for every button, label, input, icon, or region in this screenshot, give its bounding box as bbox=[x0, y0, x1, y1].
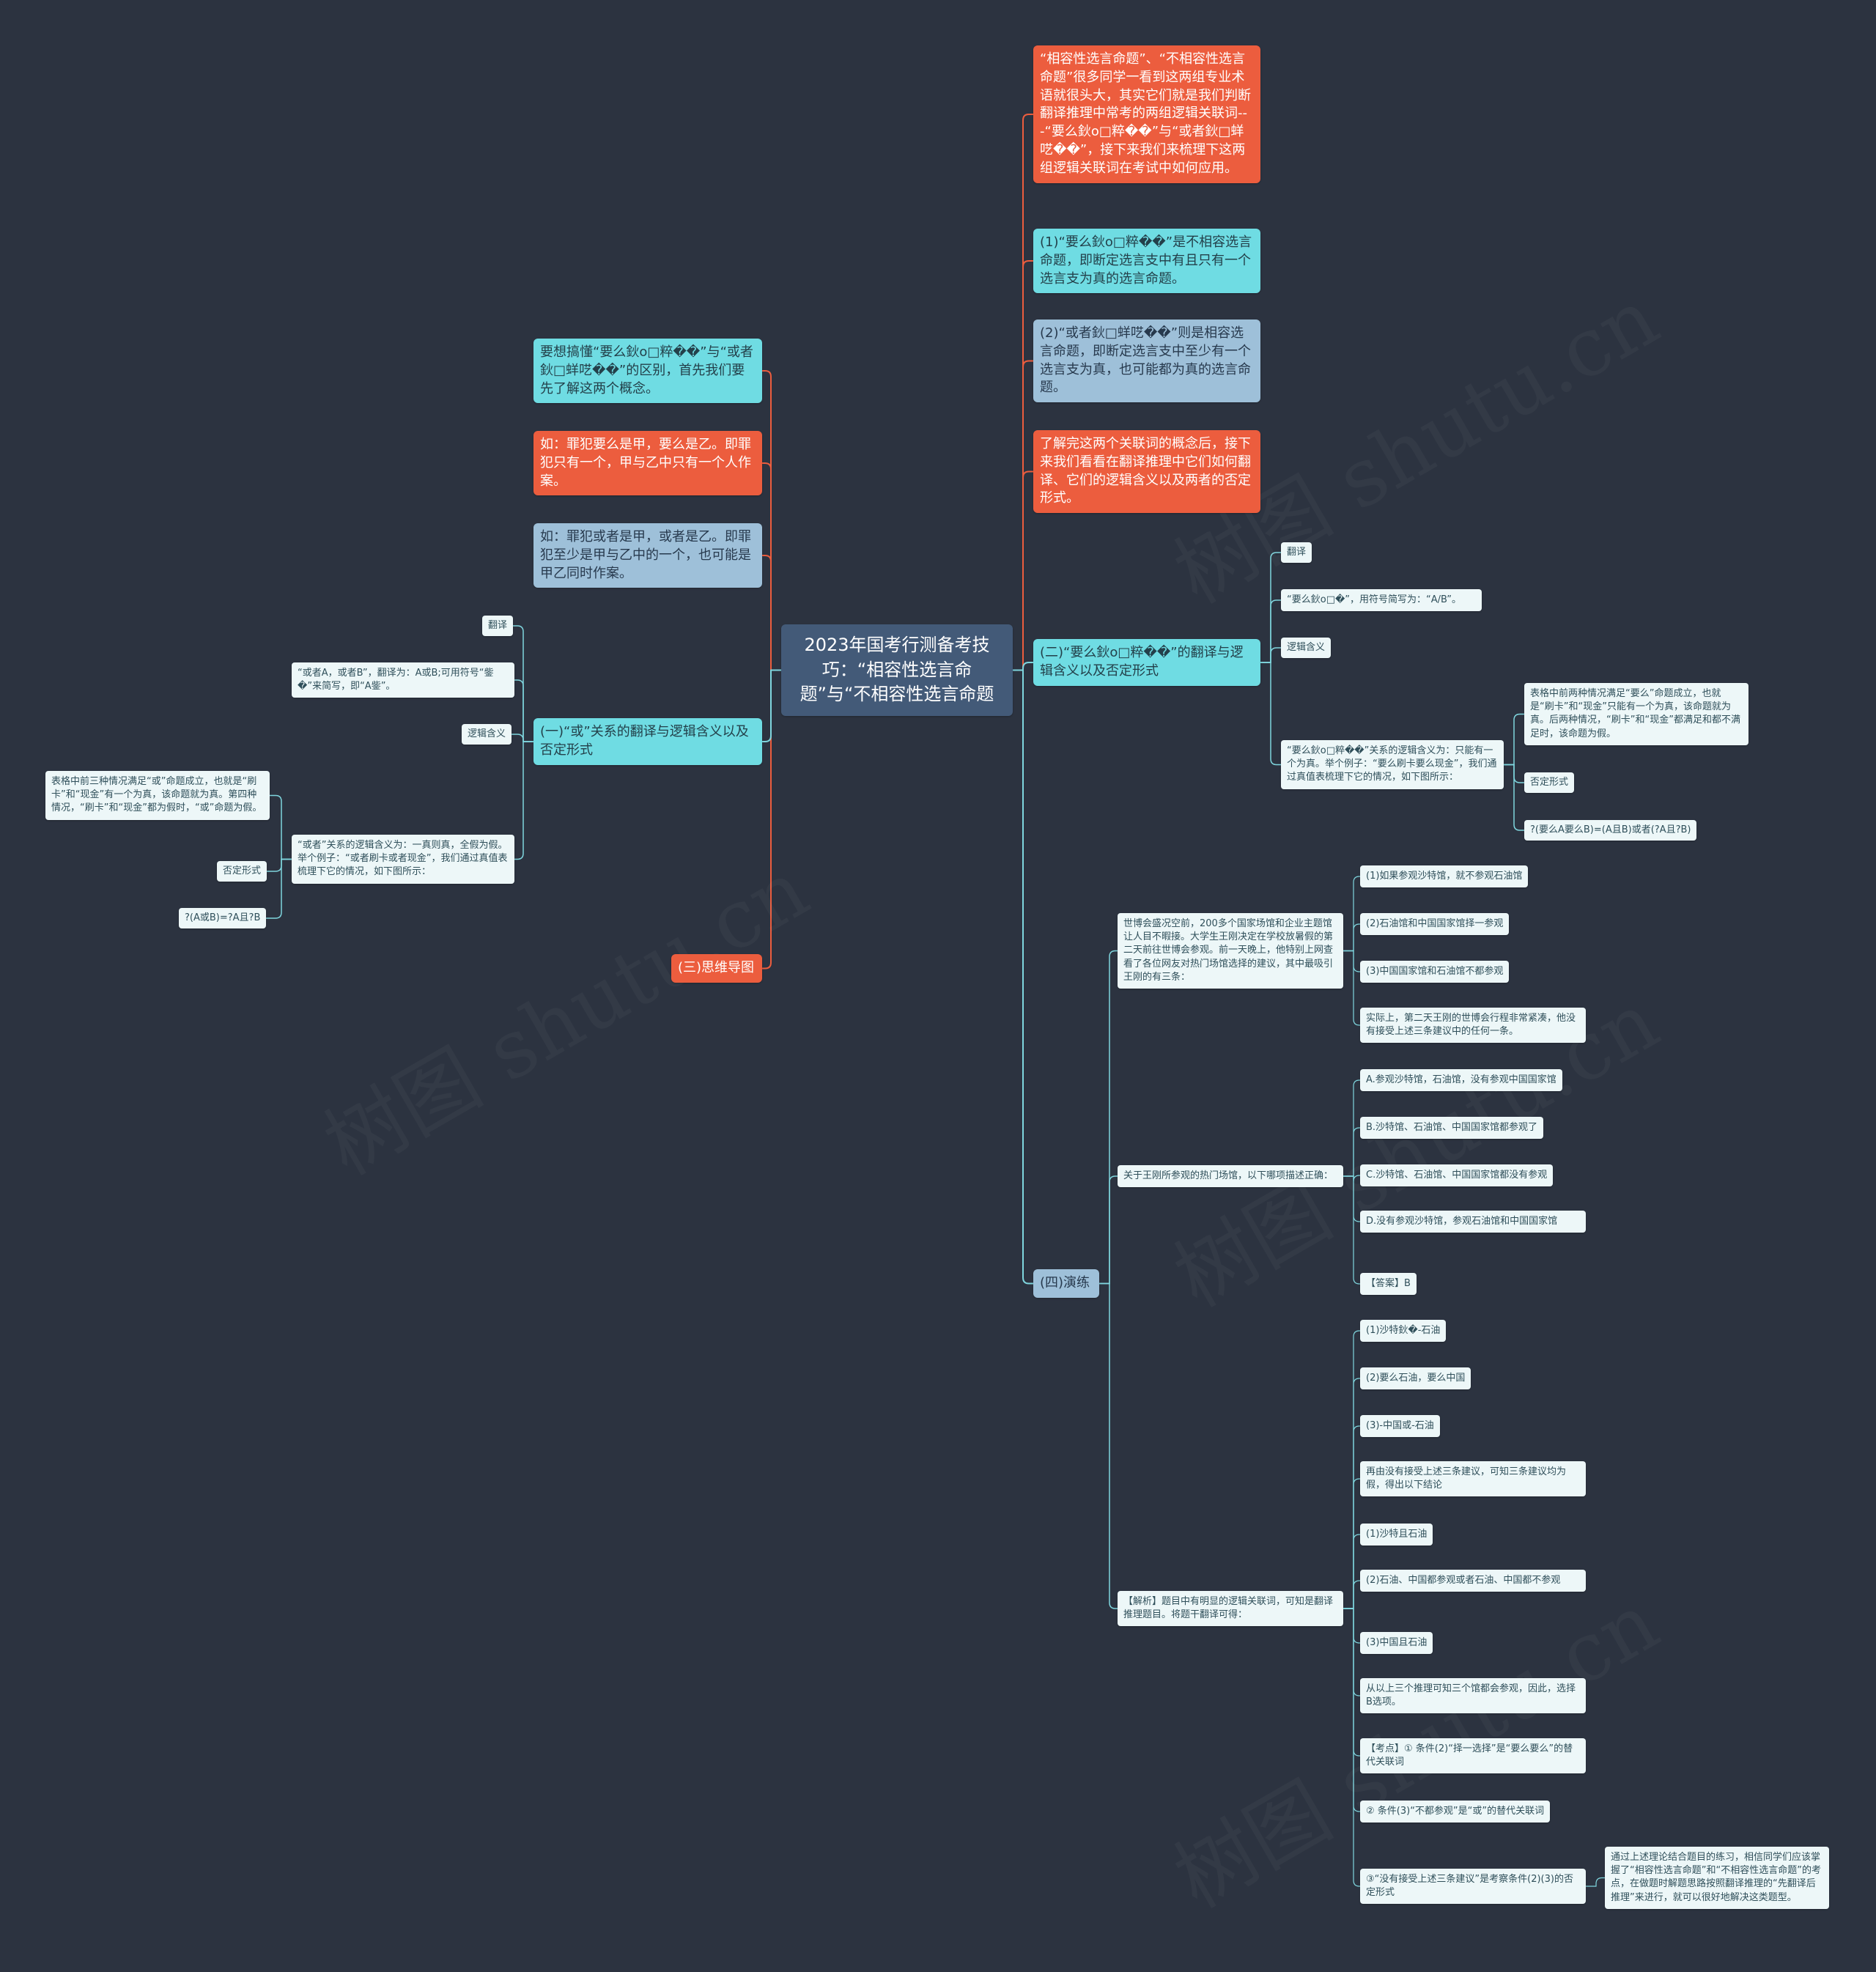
connector-line bbox=[1260, 599, 1281, 663]
connector-line bbox=[1343, 1175, 1360, 1285]
connector-line bbox=[1343, 1175, 1360, 1222]
connector-line bbox=[1343, 1378, 1360, 1609]
connector-line bbox=[1343, 876, 1360, 952]
option-item[interactable]: D.没有参观沙特馆，参观石油馆和中国国家馆 bbox=[1360, 1211, 1586, 1233]
section-two-node[interactable]: (二)“要么鈥ο□粹��”的翻译与逻辑含义以及否定形式 bbox=[1033, 639, 1260, 686]
logic-text[interactable]: “或者”关系的逻辑含义为：一真则真，全假为假。举个例子：“或者刷卡或者现金”，我… bbox=[292, 835, 514, 884]
connector-line bbox=[266, 858, 292, 919]
transition-node[interactable]: 了解完这两个关联词的概念后，接下来我们看看在翻译推理中它们如何翻译、它们的逻辑含… bbox=[1033, 430, 1260, 514]
connector-line bbox=[514, 679, 533, 742]
connector-line bbox=[514, 741, 533, 860]
connector-line bbox=[267, 858, 292, 872]
connector-line bbox=[1260, 647, 1281, 663]
answer-item[interactable]: 【答案】B bbox=[1360, 1273, 1417, 1296]
connector-line bbox=[1260, 662, 1281, 766]
connector-line bbox=[1099, 1282, 1118, 1609]
intro-node[interactable]: “相容性选言命题”、“不相容性选言命题”很多同学一看到这两组专业术语就很头大，其… bbox=[1033, 45, 1260, 183]
connector-line bbox=[1013, 360, 1033, 671]
connector-line bbox=[1343, 1608, 1360, 1757]
exclusive-definition-node[interactable]: (1)“要么鈥ο□粹��”是不相容选言命题，即断定选言支中有且只有一个选言支为真… bbox=[1033, 229, 1260, 294]
option-item[interactable]: B.沙特馆、石油馆、中国国家馆都参观了 bbox=[1360, 1117, 1544, 1140]
analysis-item[interactable]: 再由没有接受上述三条建议，可知三条建议均为假，得出以下结论 bbox=[1360, 1461, 1586, 1497]
analysis-item[interactable]: (3)中国且石油 bbox=[1360, 1632, 1433, 1655]
options-stem[interactable]: 关于王刚所参观的热门场馆，以下哪项描述正确： bbox=[1118, 1165, 1343, 1188]
connector-line bbox=[1504, 713, 1524, 766]
connector-line bbox=[762, 370, 781, 671]
logic-tag[interactable]: 逻辑含义 bbox=[462, 724, 512, 745]
exclusive-example-node[interactable]: 如：罪犯要么是甲，要么是乙。即罪犯只有一个，甲与乙中只有一个人作案。 bbox=[533, 431, 762, 496]
suggestion-item[interactable]: (3)中国国家馆和石油馆不都参观 bbox=[1360, 961, 1510, 983]
connector-line bbox=[762, 555, 781, 671]
table-note[interactable]: 表格中前三种情况满足“或”命题成立，也就是“刷卡”和“现金”有一个为真，该命题就… bbox=[45, 771, 270, 820]
connector-line bbox=[762, 462, 781, 671]
analysis-item[interactable]: (3)-中国或-石油 bbox=[1360, 1415, 1440, 1438]
table-note[interactable]: 表格中前两种情况满足“要么”命题成立，也就是“刷卡”和“现金”只能有一个为真，该… bbox=[1524, 683, 1748, 745]
translate-tag[interactable]: 翻译 bbox=[482, 616, 514, 636]
connector-line bbox=[1343, 1580, 1360, 1609]
concept-intro-node[interactable]: 要想搞懂“要么鈥ο□粹��”与“或者鈥□蛘呓��”的区别，首先我们要先了解这两个… bbox=[533, 339, 762, 404]
connector-line bbox=[1343, 1079, 1360, 1177]
connector-line bbox=[1343, 1608, 1360, 1887]
section-four-node[interactable]: (四)演练 bbox=[1033, 1269, 1099, 1298]
logic-tag[interactable]: 逻辑含义 bbox=[1281, 638, 1332, 658]
connector-line bbox=[1343, 1608, 1360, 1812]
option-item[interactable]: A.参观沙特馆，石油馆，没有参观中国国家馆 bbox=[1360, 1069, 1562, 1092]
connector-line bbox=[1343, 1478, 1360, 1609]
connector-line bbox=[1504, 764, 1524, 831]
connector-line bbox=[1343, 950, 1360, 972]
analysis-item[interactable]: 从以上三个推理可知三个馆都会参观，因此，选择B选项。 bbox=[1360, 1678, 1586, 1714]
suggestion-item[interactable]: 实际上，第二天王刚的世博会行程非常紧凑，他没有接受上述三条建议中的任何一条。 bbox=[1360, 1008, 1586, 1044]
connector-line bbox=[1343, 1330, 1360, 1609]
suggestion-item[interactable]: (1)如果参观沙特馆，就不参观石油馆 bbox=[1360, 865, 1529, 888]
logic-text[interactable]: “要么鈥ο□粹��”关系的逻辑含义为：只能有一个为真。举个例子：“要么刷卡要么现… bbox=[1281, 740, 1504, 789]
connector-line bbox=[1260, 552, 1281, 663]
connector-line bbox=[1013, 669, 1033, 1285]
connector-line bbox=[1343, 923, 1360, 952]
connector-line bbox=[1013, 114, 1033, 671]
connector-line bbox=[1099, 1175, 1118, 1285]
root-topic[interactable]: 2023年国考行测备考技巧：“相容性选言命题”与“不相容性选言命题 bbox=[781, 624, 1013, 716]
connector-line bbox=[1586, 1877, 1605, 1887]
connector-line bbox=[762, 669, 781, 742]
inclusive-example-node[interactable]: 如：罪犯或者是甲，或者是乙。即罪犯至少是甲与乙中的一个，也可能是甲乙同时作案。 bbox=[533, 523, 762, 588]
analysis-item[interactable]: ② 条件(3)“不都参观”是“或”的替代关联词 bbox=[1360, 1801, 1551, 1823]
connector-line bbox=[1343, 1608, 1360, 1696]
translate-text[interactable]: “或者A，或者B”，翻译为：A或B;可用符号“鈭�”来简写，即“A鈭”。 bbox=[292, 662, 514, 698]
connector-line bbox=[1013, 260, 1033, 671]
analysis-item[interactable]: (2)石油、中国都参观或者石油、中国都不参观 bbox=[1360, 1570, 1586, 1592]
connector-line bbox=[512, 734, 533, 742]
negation-text[interactable]: ?(要么A要么B)=(A且B)或者(?A且?B) bbox=[1524, 820, 1697, 841]
connector-line bbox=[1343, 950, 1360, 1026]
connector-line bbox=[270, 794, 292, 860]
question-stem[interactable]: 世博会盛况空前，200多个国家场馆和企业主题馆让人目不暇接。大学生王刚决定在学校… bbox=[1118, 913, 1343, 989]
suggestion-item[interactable]: (2)石油馆和中国国家馆择一参观 bbox=[1360, 913, 1510, 936]
connector-line bbox=[1013, 662, 1033, 671]
connector-line bbox=[1099, 950, 1118, 1285]
negation-tag[interactable]: 否定形式 bbox=[217, 861, 267, 882]
inclusive-definition-node[interactable]: (2)“或者鈥□蛘呓��”则是相容选言命题，即断定选言支中至少有一个选言支为真，… bbox=[1033, 320, 1260, 403]
connector-line bbox=[1343, 1534, 1360, 1609]
connector-line bbox=[1343, 1425, 1360, 1609]
connector-line bbox=[1013, 470, 1033, 671]
analysis-stem[interactable]: 【解析】题目中有明显的逻辑关联词，可知是翻译推理题目。将题干翻译可得： bbox=[1118, 1591, 1343, 1627]
negation-text[interactable]: ?(A或B)=?A且?B bbox=[179, 908, 267, 928]
analysis-item[interactable]: (1)沙特且石油 bbox=[1360, 1524, 1433, 1546]
analysis-item[interactable]: 【考点】① 条件(2)“择一选择”是“要么要么”的替代关联词 bbox=[1360, 1738, 1586, 1774]
negation-tag[interactable]: 否定形式 bbox=[1524, 772, 1575, 793]
connector-line bbox=[762, 669, 781, 970]
translate-tag[interactable]: 翻译 bbox=[1281, 542, 1312, 563]
section-three-node[interactable]: (三)思维导图 bbox=[671, 954, 762, 983]
section-one-node[interactable]: (一)“或”关系的翻译与逻辑含义以及否定形式 bbox=[533, 718, 762, 765]
connector-line bbox=[1343, 1608, 1360, 1644]
analysis-item[interactable]: ③“没有接受上述三条建议”是考察条件(2)(3)的否定形式 bbox=[1360, 1869, 1586, 1905]
connector-line bbox=[1343, 1127, 1360, 1177]
translate-text[interactable]: “要么鈥ο□�”，用符号简写为：“A/B”。 bbox=[1281, 589, 1482, 612]
analysis-item[interactable]: (2)要么石油，要么中国 bbox=[1360, 1367, 1471, 1390]
option-item[interactable]: C.沙特馆、石油馆、中国国家馆都没有参观 bbox=[1360, 1164, 1554, 1187]
summary-note[interactable]: 通过上述理论结合题目的练习，相信同学们应该掌握了“相容性选言命题”和“不相容性选… bbox=[1605, 1847, 1829, 1909]
connector-line bbox=[513, 625, 533, 742]
analysis-item[interactable]: (1)沙特鈥�-石油 bbox=[1360, 1320, 1447, 1343]
